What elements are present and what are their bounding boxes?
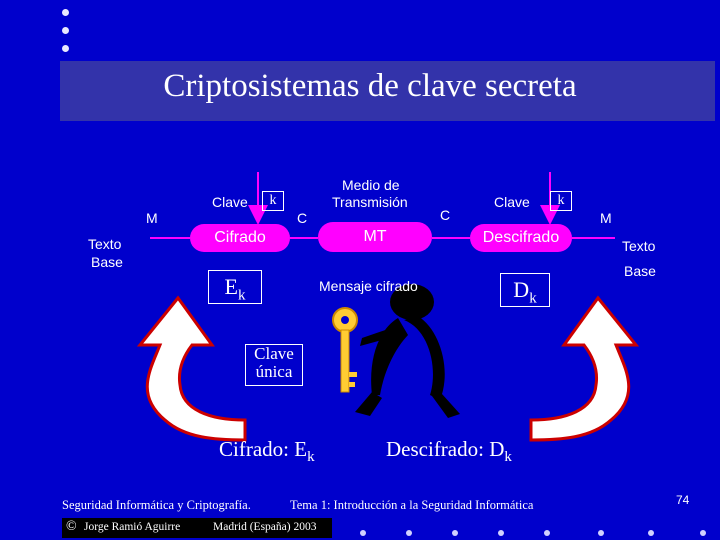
ek-main: E <box>224 274 238 299</box>
curved-arrow-right <box>529 295 640 442</box>
left-clave-label: Clave <box>212 194 248 210</box>
bullet-dot-3 <box>62 45 69 52</box>
footer-dot-6 <box>598 530 604 536</box>
title-band <box>60 61 715 121</box>
bottom-cifrado-ek: Cifrado: Ek <box>219 437 315 466</box>
bullet-dot-2 <box>62 27 69 34</box>
right-clave-label: Clave <box>494 194 530 210</box>
curved-arrow-left <box>136 295 247 442</box>
right-key-box: k <box>550 191 572 211</box>
descifrado-pill: Descifrado <box>470 224 572 252</box>
descifrado-sub: k <box>504 449 512 466</box>
footer-dot-3 <box>452 530 458 536</box>
right-label-m: M <box>600 210 612 226</box>
left-label-texto: Texto <box>88 236 122 252</box>
right-label-base: Base <box>624 263 656 279</box>
cifrado-pill: Cifrado <box>190 224 290 252</box>
mt-pill: MT <box>318 222 432 252</box>
mensaje-cifrado: Mensaje cifrado <box>319 278 418 294</box>
footer-dot-1 <box>360 530 366 536</box>
descifrado-main: Descifrado: D <box>386 437 505 461</box>
clave-unica-line1: Clave <box>254 344 294 363</box>
footer-center: Tema 1: Introducción a la Seguridad Info… <box>290 498 534 512</box>
medio-line1: Medio de <box>342 177 400 193</box>
slide-title: Criptosistemas de clave secreta <box>163 68 577 104</box>
left-label-base: Base <box>91 254 123 270</box>
footer-dot-7 <box>648 530 654 536</box>
cifrado-sub: k <box>307 449 315 466</box>
right-function-dk: Dk <box>500 273 550 307</box>
left-function-ek: Ek <box>208 270 262 304</box>
right-label-texto: Texto <box>622 238 656 254</box>
footer-place: Madrid (España) 2003 <box>213 521 317 533</box>
dk-sub: k <box>529 290 537 307</box>
left-key-box: k <box>262 191 284 211</box>
footer-dot-5 <box>544 530 550 536</box>
clave-unica-line2: única <box>255 362 293 381</box>
footer-dot-8 <box>700 530 706 536</box>
footer-dot-2 <box>406 530 412 536</box>
ek-sub: k <box>237 287 246 304</box>
left-label-m: M <box>146 210 158 226</box>
bullet-dot-1 <box>62 9 69 16</box>
cifrado-main: Cifrado: E <box>219 437 308 461</box>
center-right-c: C <box>440 207 451 223</box>
dk-main: D <box>513 277 530 302</box>
medio-line2: Transmisión <box>332 194 408 210</box>
footer-dot-4 <box>498 530 504 536</box>
key-person-figure <box>332 284 460 418</box>
bottom-descifrado-dk: Descifrado: Dk <box>386 437 512 466</box>
page-number: 74 <box>676 493 690 507</box>
center-left-c: C <box>297 210 308 226</box>
clave-unica-box: Clave única <box>245 344 303 386</box>
footer-author: Jorge Ramió Aguirre <box>84 521 181 533</box>
copyright-icon: © <box>66 519 77 534</box>
footer-strip <box>62 518 332 538</box>
footer-left: Seguridad Informática y Criptografía. <box>62 498 251 512</box>
